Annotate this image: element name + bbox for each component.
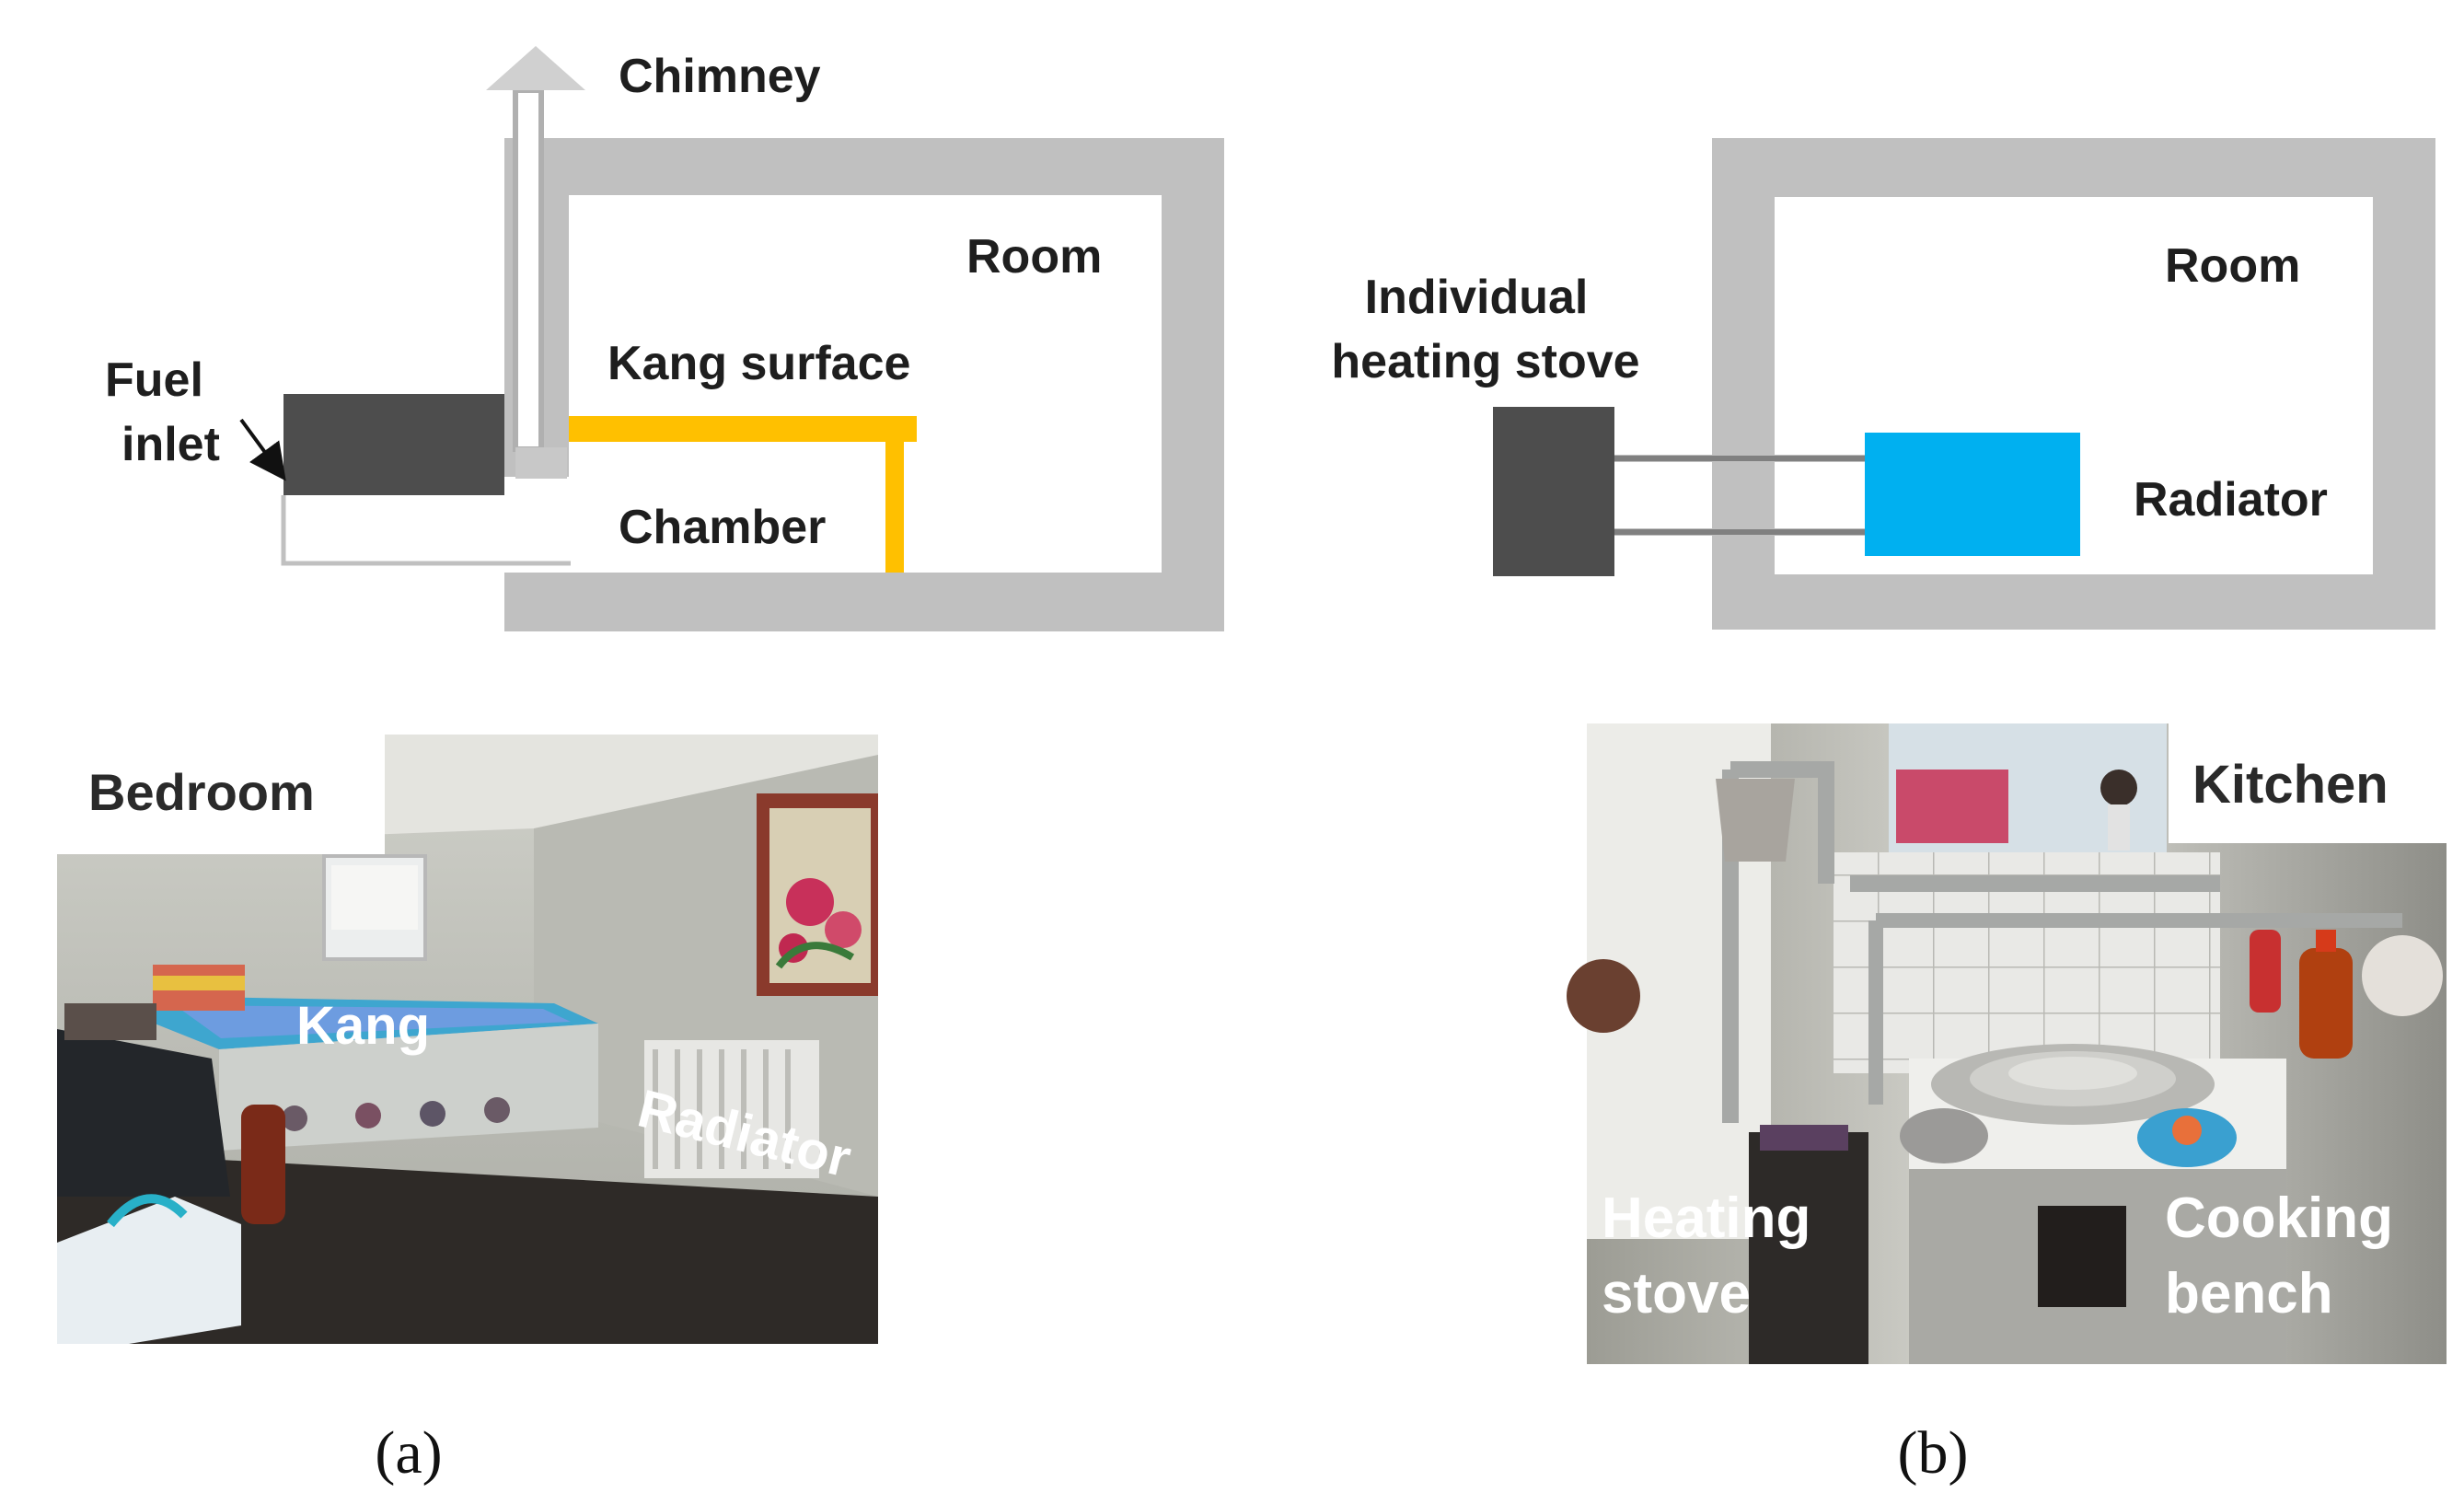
stove-label-line1: Individual <box>1365 271 1589 324</box>
kang-surface <box>569 416 917 442</box>
caption-a: (a) <box>375 1419 442 1487</box>
chamber-label: Chamber <box>619 501 826 554</box>
kang-leg <box>885 442 904 573</box>
bedroom-photo <box>37 735 878 1344</box>
room-b-label: Room <box>2165 239 2300 293</box>
room-a-label: Room <box>966 230 1102 284</box>
photo-cooking-bench-line1: Cooking <box>2165 1186 2393 1250</box>
stove-label-line2: heating stove <box>1331 335 1639 388</box>
chamber-duct <box>281 495 571 566</box>
chimney-label: Chimney <box>619 50 821 103</box>
photo-heating-stove-line1: Heating <box>1602 1186 1810 1250</box>
panel-b-diagram: Individual heating stove Room Radiator <box>1331 138 2435 630</box>
heating-stove-box <box>1493 407 1614 576</box>
chimney <box>513 87 544 452</box>
fuel-inlet-arrow <box>239 418 286 481</box>
chimney-arrow <box>486 46 585 90</box>
photo-cooking-bench-line2: bench <box>2165 1262 2333 1325</box>
kitchen-tag: Kitchen <box>2192 755 2389 815</box>
radiator-label: Radiator <box>2134 473 2328 527</box>
bedroom-tag: Bedroom <box>88 763 315 821</box>
photo-kang-label: Kang <box>296 996 430 1056</box>
fuel-inlet-label-line2: inlet <box>121 418 220 471</box>
fuel-inlet-box <box>283 394 504 495</box>
radiator-box <box>1865 433 2080 556</box>
panel-a-diagram: Chimney Room Kang surface Fuel inlet Cha… <box>105 46 1224 631</box>
kang-surface-label: Kang surface <box>607 337 910 390</box>
kitchen-photo <box>1567 723 2447 1364</box>
room-a-interior <box>569 195 1162 573</box>
chamber-opening <box>504 477 569 573</box>
fuel-inlet-label-line1: Fuel <box>105 353 203 407</box>
flue <box>515 447 567 479</box>
photo-heating-stove-line2: stove <box>1602 1262 1751 1325</box>
caption-b: (b) <box>1898 1419 1969 1487</box>
